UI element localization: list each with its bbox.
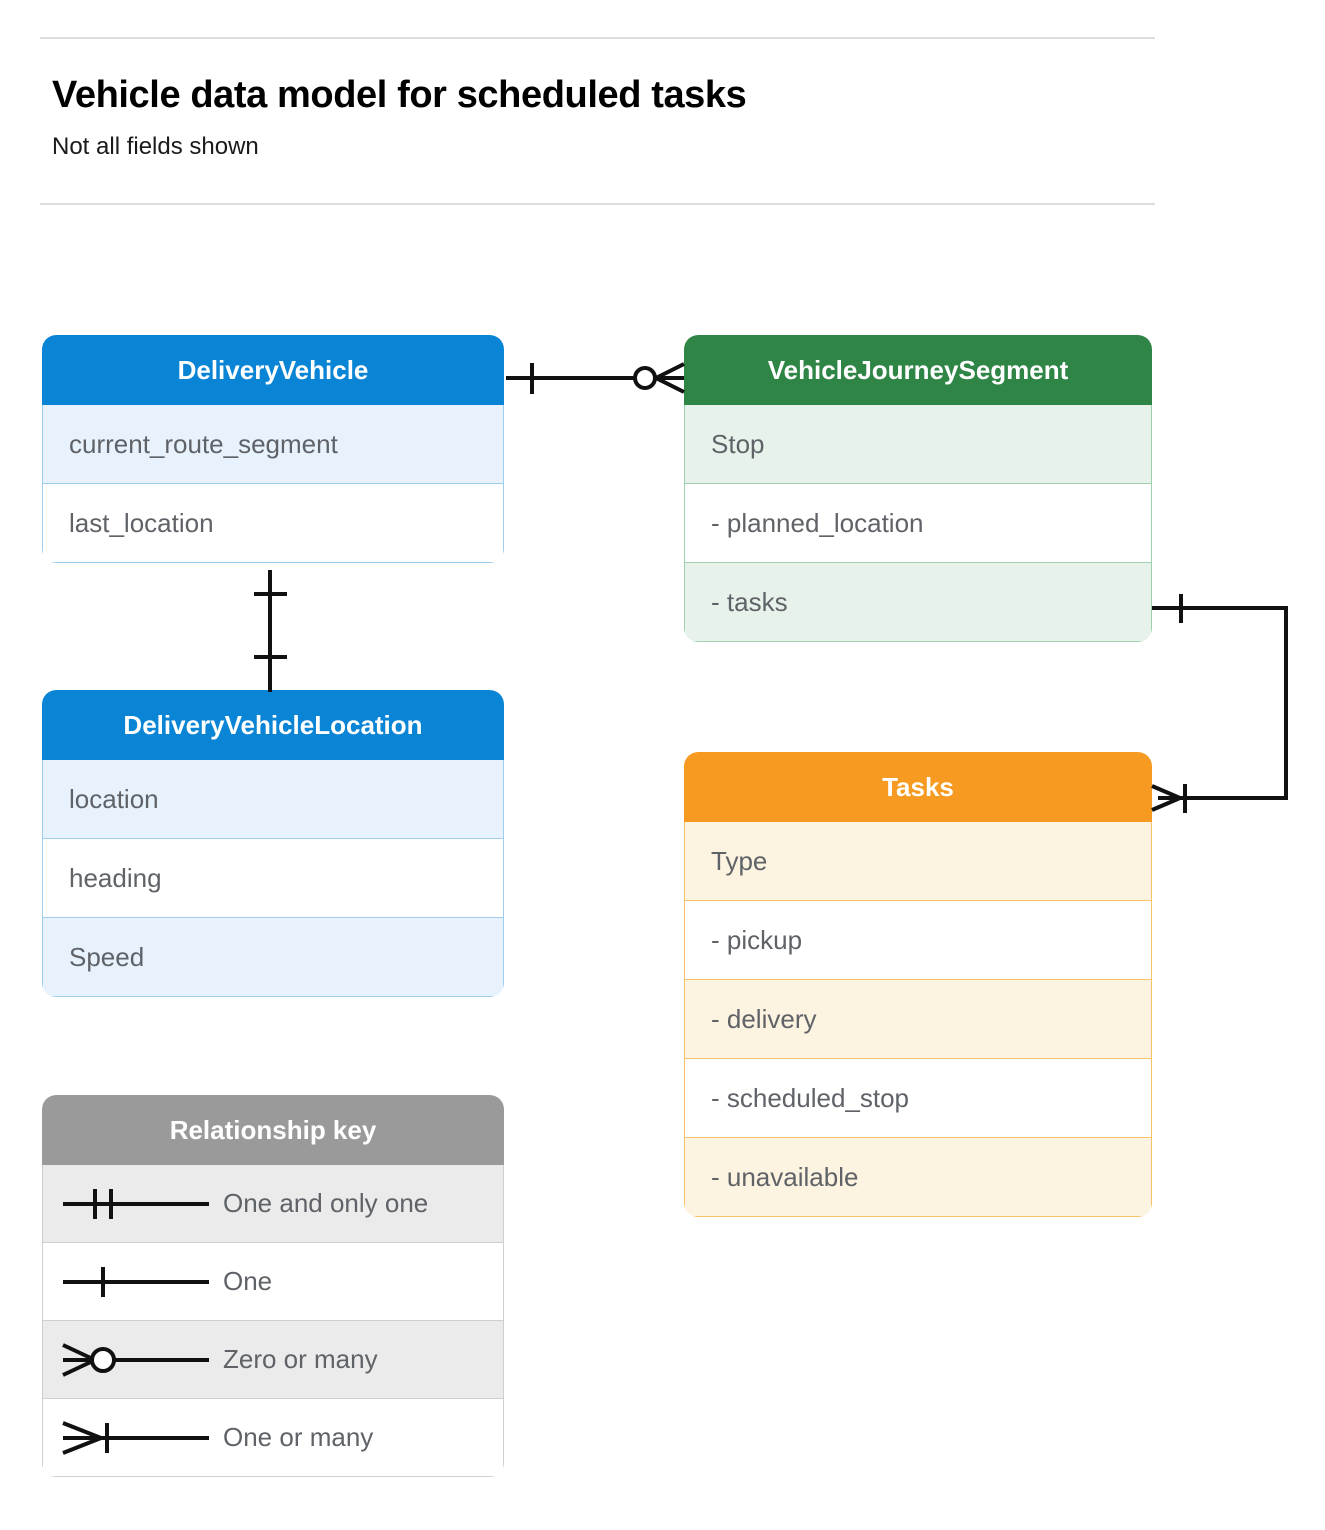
entity-field[interactable]: Stop	[684, 405, 1152, 484]
legend-relationship-key: Relationship key One and only one One	[42, 1095, 504, 1477]
entity-field[interactable]: current_route_segment	[42, 405, 504, 484]
entity-field[interactable]: heading	[42, 839, 504, 918]
entity-tasks[interactable]: Tasks Type - pickup - delivery - schedul…	[684, 752, 1152, 1217]
legend-item-label: One or many	[223, 1422, 374, 1452]
entity-delivery-vehicle[interactable]: DeliveryVehicle current_route_segment la…	[42, 335, 504, 563]
page-subtitle: Not all fields shown	[52, 133, 259, 160]
legend-item-label: Zero or many	[223, 1344, 378, 1374]
entity-field[interactable]: Type	[684, 822, 1152, 901]
legend-item-one-and-only-one: One and only one	[42, 1165, 504, 1243]
one-icon	[63, 1266, 209, 1297]
one-and-only-one-icon	[63, 1188, 209, 1219]
legend-item-label: One and only one	[223, 1188, 429, 1218]
entity-fields-tasks: Type - pickup - delivery - scheduled_sto…	[684, 822, 1152, 1217]
entity-field[interactable]: - planned_location	[684, 484, 1152, 563]
entity-delivery-vehicle-location[interactable]: DeliveryVehicleLocation location heading…	[42, 690, 504, 997]
header-divider-top	[40, 37, 1155, 39]
entity-vehicle-journey-segment[interactable]: VehicleJourneySegment Stop - planned_loc…	[684, 335, 1152, 642]
legend-item-one-or-many: One or many	[42, 1399, 504, 1477]
entity-fields-vehicle-journey-segment: Stop - planned_location - tasks	[684, 405, 1152, 642]
one-or-many-icon	[62, 1420, 209, 1455]
entity-field[interactable]: - delivery	[684, 980, 1152, 1059]
legend-item-label: One	[223, 1266, 273, 1296]
entity-header-delivery-vehicle: DeliveryVehicle	[42, 335, 504, 405]
connector-vehicle-to-journey-segment	[506, 362, 685, 394]
entity-header-vehicle-journey-segment: VehicleJourneySegment	[684, 335, 1152, 405]
entity-field[interactable]: - unavailable	[684, 1138, 1152, 1217]
header-divider-bottom	[40, 203, 1155, 205]
legend-title: Relationship key	[42, 1095, 504, 1165]
entity-header-tasks: Tasks	[684, 752, 1152, 822]
entity-fields-delivery-vehicle-location: location heading Speed	[42, 760, 504, 997]
legend-item-one: One	[42, 1243, 504, 1321]
entity-field[interactable]: - scheduled_stop	[684, 1059, 1152, 1138]
entity-field[interactable]: location	[42, 760, 504, 839]
page-title: Vehicle data model for scheduled tasks	[52, 74, 747, 116]
entity-field[interactable]: - tasks	[684, 563, 1152, 642]
entity-field[interactable]: - pickup	[684, 901, 1152, 980]
entity-field[interactable]: last_location	[42, 484, 504, 563]
entity-fields-delivery-vehicle: current_route_segment last_location	[42, 405, 504, 563]
connector-vehicle-to-vehicle-location	[254, 570, 287, 692]
entity-header-delivery-vehicle-location: DeliveryVehicleLocation	[42, 690, 504, 760]
legend-item-zero-or-many: Zero or many	[42, 1321, 504, 1399]
entity-field[interactable]: Speed	[42, 918, 504, 997]
zero-or-many-icon	[62, 1342, 209, 1377]
connector-journey-segment-tasks-to-tasks	[1151, 594, 1288, 813]
